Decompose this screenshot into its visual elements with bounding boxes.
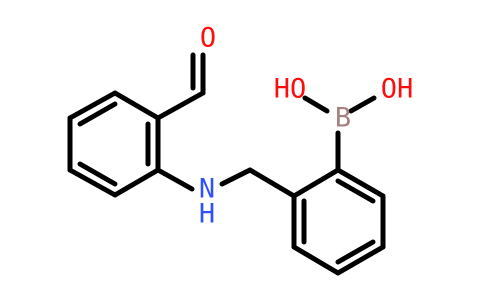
nitrogen-label: N	[199, 174, 215, 205]
boronic-acid-group	[302, 95, 377, 173]
amine-linker	[155, 167, 297, 199]
right-benzene-ring	[291, 167, 386, 276]
hydroxyl-right-label: OH	[381, 74, 414, 105]
amine-hydrogen-label: H	[199, 199, 215, 230]
boron-label: B	[335, 103, 351, 134]
hydroxyl-left-label: HO	[274, 74, 307, 105]
left-benzene-ring	[67, 90, 161, 198]
oxygen-aldehyde-label: O	[200, 23, 216, 54]
aldehyde-group	[155, 52, 206, 121]
